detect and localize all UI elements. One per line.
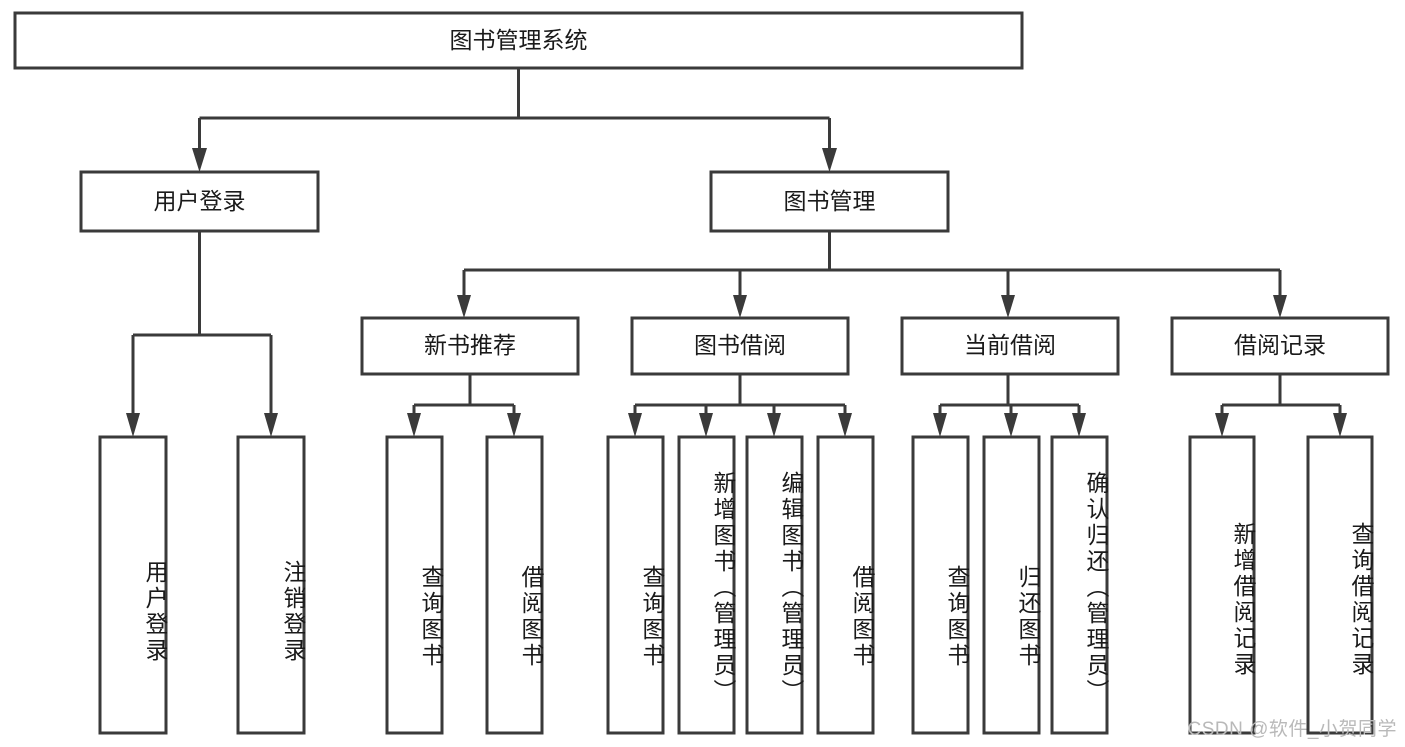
- leaf-add-book-box[interactable]: [677, 435, 736, 735]
- node-root-box[interactable]: [13, 11, 1024, 70]
- connector-newbookrec-to-leaves: [407, 374, 521, 437]
- leaf-query-book-2-box[interactable]: [606, 435, 665, 735]
- arrow-head-leaf-borrow-book-1: [507, 413, 521, 437]
- leaf-borrow-book-1-box[interactable]: [485, 435, 544, 735]
- connector-root-to-level2: [192, 68, 837, 172]
- connector-borrowrecord-to-leaves: [1215, 374, 1347, 437]
- leaf-query-book-1-box[interactable]: [385, 435, 444, 735]
- arrow-head-leaf-user-login: [126, 413, 140, 437]
- node-book-borrow-label: 图书借阅: [694, 332, 786, 358]
- node-book-borrow[interactable]: 图书借阅: [630, 316, 850, 376]
- node-book-borrow-box[interactable]: [630, 316, 850, 376]
- node-book-manage-box[interactable]: [709, 170, 950, 233]
- node-book-manage[interactable]: 图书管理: [709, 170, 950, 233]
- node-new-book-rec-label: 新书推荐: [424, 332, 516, 358]
- node-borrow-record-label: 借阅记录: [1234, 332, 1326, 358]
- node-current-borrow-label: 当前借阅: [964, 332, 1056, 358]
- node-root[interactable]: 图书管理系统: [13, 11, 1024, 70]
- arrow-head-new-book-rec: [457, 295, 471, 318]
- arrow-head-leaf-add-book: [699, 413, 713, 437]
- node-book-manage-label: 图书管理: [784, 188, 876, 214]
- node-current-borrow[interactable]: 当前借阅: [900, 316, 1120, 376]
- arrow-head-leaf-edit-book: [767, 413, 781, 437]
- arrow-head-borrow-record: [1273, 295, 1287, 318]
- arrow-head-leaf-query-record: [1333, 413, 1347, 437]
- leaf-add-record-box[interactable]: [1188, 435, 1256, 735]
- arrow-head-book-borrow: [733, 295, 747, 318]
- arrow-head-current-borrow: [1001, 295, 1015, 318]
- arrow-head-book-manage: [822, 148, 837, 172]
- connector-userlogin-to-leaves: [126, 231, 278, 437]
- leaf-boxes-group: [98, 435, 1374, 735]
- arrow-head-leaf-add-record: [1215, 413, 1229, 437]
- node-root-label: 图书管理系统: [450, 27, 588, 53]
- leaf-query-record-box[interactable]: [1306, 435, 1374, 735]
- arrow-head-leaf-query-book-2: [628, 413, 642, 437]
- node-current-borrow-box[interactable]: [900, 316, 1120, 376]
- node-borrow-record-box[interactable]: [1170, 316, 1390, 376]
- leaf-return-book-box[interactable]: [982, 435, 1041, 735]
- leaf-user-login-box[interactable]: [98, 435, 168, 735]
- leaf-logout-login-box[interactable]: [236, 435, 306, 735]
- node-user-login-box[interactable]: [79, 170, 320, 233]
- leaf-edit-book-box[interactable]: [745, 435, 804, 735]
- arrow-head-leaf-query-book-3: [933, 413, 947, 437]
- leaf-confirm-return-box[interactable]: [1050, 435, 1109, 735]
- leaf-query-book-3-box[interactable]: [911, 435, 970, 735]
- arrow-head-user-login: [192, 148, 207, 172]
- arrow-head-leaf-logout: [264, 413, 278, 437]
- node-new-book-rec[interactable]: 新书推荐: [360, 316, 580, 376]
- arrow-head-leaf-confirm-return: [1072, 413, 1086, 437]
- node-user-login[interactable]: 用户登录: [79, 170, 320, 233]
- csdn-watermark: CSDN @软件_小贺同学: [1187, 719, 1397, 740]
- connector-currentborrow-to-leaves: [933, 374, 1086, 437]
- arrow-head-leaf-borrow-book-2: [838, 413, 852, 437]
- node-borrow-record[interactable]: 借阅记录: [1170, 316, 1390, 376]
- node-new-book-rec-box[interactable]: [360, 316, 580, 376]
- leaf-borrow-book-2-box[interactable]: [816, 435, 875, 735]
- node-user-login-label: 用户登录: [154, 188, 246, 214]
- arrow-head-leaf-query-book-1: [407, 413, 421, 437]
- arrow-head-leaf-return-book: [1004, 413, 1018, 437]
- connector-bookmanage-to-level3: [457, 231, 1287, 318]
- connector-bookborrow-to-leaves: [628, 374, 852, 437]
